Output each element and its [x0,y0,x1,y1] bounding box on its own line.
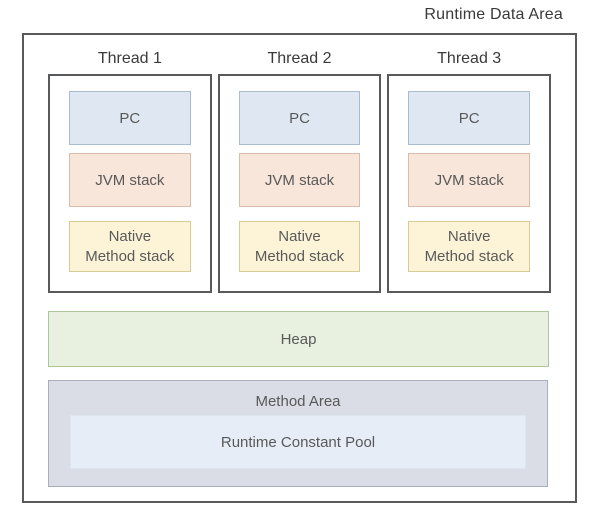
native-method-stack-box: Native Method stack [238,221,361,272]
thread-2-label: Thread 2 [267,49,332,67]
jvm-stack-label: JVM stack [264,171,335,189]
native-method-stack-label: Native Method stack [85,227,175,265]
thread-2-box: PC JVM stack Native Method stack [217,74,382,293]
pc-box: PC [408,91,531,145]
thread-1-label: Thread 1 [97,49,162,67]
thread-1-box: PC JVM stack Native Method stack [48,74,212,293]
thread-3-section: Thread 3 PC JVM stack Native Method stac… [387,43,552,293]
pc-label: PC [119,109,141,127]
pc-label: PC [289,109,310,127]
native-method-stack-label: Native Method stack [254,227,345,265]
runtime-constant-pool-label: Runtime Constant Pool [220,433,376,451]
pc-box: PC [69,91,191,145]
native-method-stack-box: Native Method stack [408,221,531,272]
method-area-box: Method Area Runtime Constant Pool [48,380,548,487]
jvm-stack-box: JVM stack [69,153,191,207]
jvm-stack-box: JVM stack [408,153,531,207]
heap-label: Heap [280,330,317,348]
runtime-data-area-box: Thread 1 PC JVM stack Native Method stac… [22,33,577,503]
thread-3-box: PC JVM stack Native Method stack [387,74,552,293]
heap-box: Heap [48,311,549,367]
pc-label: PC [458,109,480,127]
pc-box: PC [238,91,361,145]
jvm-stack-label: JVM stack [434,171,504,189]
runtime-constant-pool-box: Runtime Constant Pool [70,415,526,469]
jvm-stack-box: JVM stack [238,153,361,207]
method-area-label: Method Area [255,393,341,410]
thread-3-label: Thread 3 [437,49,502,67]
threads-row: Thread 1 PC JVM stack Native Method stac… [48,43,552,293]
thread-1-section: Thread 1 PC JVM stack Native Method stac… [48,43,212,293]
native-method-stack-label: Native Method stack [424,227,514,265]
thread-2-section: Thread 2 PC JVM stack Native Method stac… [217,43,382,293]
native-method-stack-box: Native Method stack [69,221,191,272]
diagram-title: Runtime Data Area [424,6,563,23]
jvm-stack-label: JVM stack [95,171,165,189]
